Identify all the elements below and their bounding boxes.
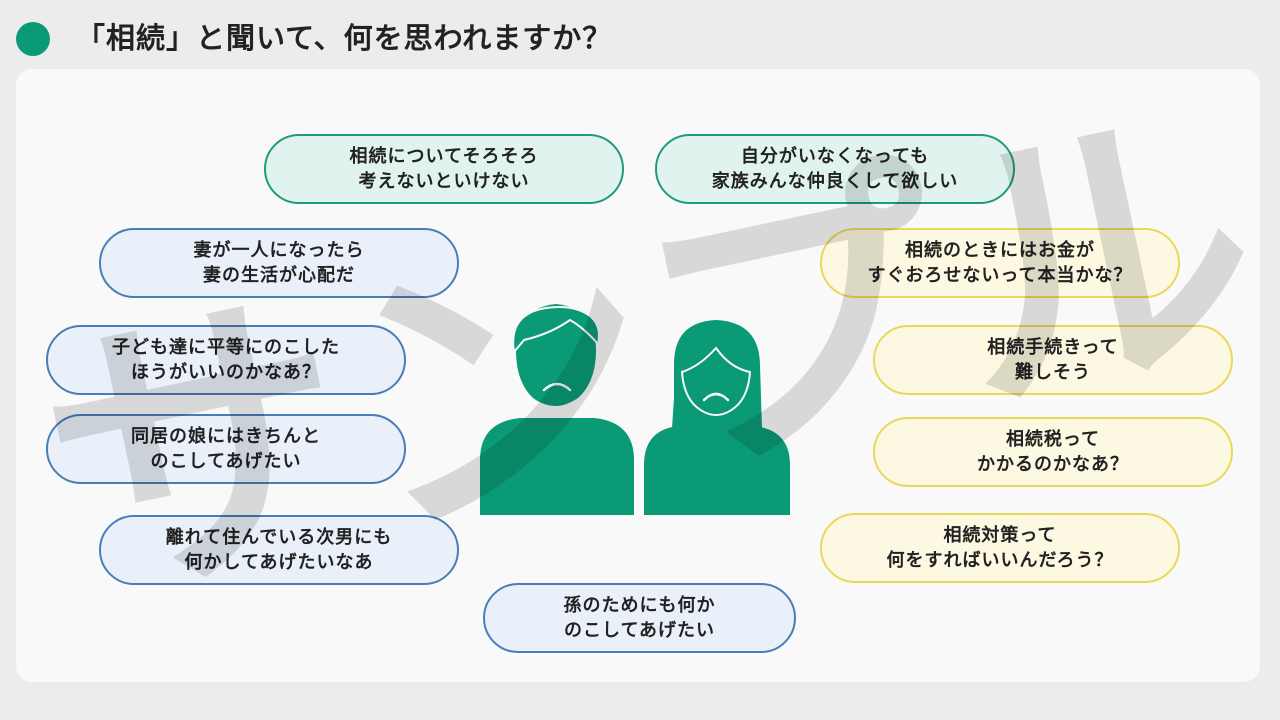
bubble-countermeasures: 相続対策って 何をすればいいんだろう？ <box>820 513 1180 583</box>
bubble-grandchildren: 孫のためにも何か のこしてあげたい <box>483 583 796 653</box>
bubble-family-harmony: 自分がいなくなっても 家族みんな仲良くして欲しい <box>655 134 1015 204</box>
bubble-wife-worry: 妻が一人になったら 妻の生活が心配だ <box>99 228 459 298</box>
title-bullet-icon <box>16 22 50 56</box>
bubble-equal-children: 子ども達に平等にのこした ほうがいいのかなあ？ <box>46 325 406 395</box>
worried-couple-illustration <box>480 304 790 515</box>
worried-woman-icon <box>644 320 790 515</box>
bubble-withdraw-money: 相続のときにはお金が すぐおろせないって本当かな？ <box>820 228 1180 298</box>
page-title: 「相続」と聞いて、何を思われますか？ <box>76 21 613 55</box>
bubble-procedures-difficult: 相続手続きって 難しそう <box>873 325 1233 395</box>
bubble-think-about-inheritance: 相続についてそろそろ 考えないといけない <box>264 134 624 204</box>
worried-man-icon <box>480 304 634 515</box>
bubble-second-son: 離れて住んでいる次男にも 何かしてあげたいなあ <box>99 515 459 585</box>
bubble-cohabiting-daughter: 同居の娘にはきちんと のこしてあげたい <box>46 414 406 484</box>
bubble-inheritance-tax: 相続税って かかるのかなあ？ <box>873 417 1233 487</box>
